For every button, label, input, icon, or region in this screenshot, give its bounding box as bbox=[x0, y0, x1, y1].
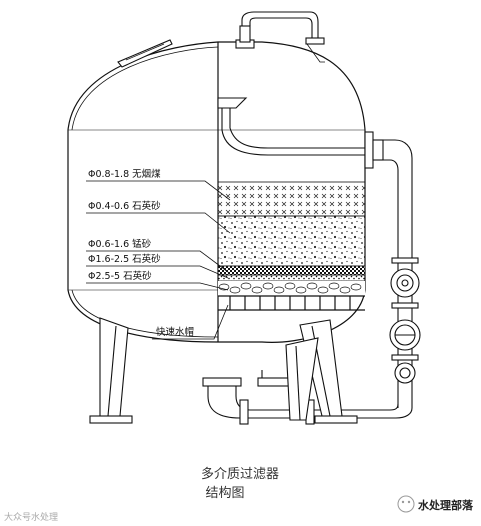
leader-lines bbox=[86, 180, 231, 340]
watermark-right-text: 水处理部落 bbox=[418, 498, 474, 512]
layer-label-quartz-medium: Φ1.6-2.5 石英砂 bbox=[88, 253, 161, 265]
right-piping bbox=[364, 131, 421, 408]
watermark-left: 大众号水处理 bbox=[4, 511, 58, 523]
filter-media bbox=[217, 181, 366, 311]
layer-label-quartz-fine: Φ0.4-0.6 石英砂 bbox=[88, 200, 161, 212]
layer-label-manganese: Φ0.6-1.6 锰砂 bbox=[88, 238, 152, 250]
layer-quartz-sand-medium bbox=[217, 274, 366, 282]
cap-label: 快速水帽 bbox=[156, 326, 194, 338]
layer-manganese-sand bbox=[217, 265, 366, 276]
inlet-distributor bbox=[217, 97, 365, 156]
support-legs bbox=[89, 317, 358, 424]
layer-quartz-sand-coarse bbox=[218, 281, 365, 296]
layer-anthracite bbox=[217, 181, 366, 217]
layer-label-anthracite: Φ0.8-1.8 无烟煤 bbox=[88, 168, 161, 180]
layer-label-quartz-coarse: Φ2.5-5 石英砂 bbox=[88, 270, 152, 282]
diagram-title: 多介质过滤器 bbox=[201, 466, 279, 482]
layer-quartz-sand-fine bbox=[217, 215, 366, 267]
wechat-icon bbox=[397, 495, 415, 513]
manhole bbox=[117, 39, 173, 68]
watermark-right: 水处理部落 bbox=[397, 495, 474, 513]
strainer-plate bbox=[218, 295, 365, 311]
diagram-subtitle: 结构图 bbox=[205, 486, 244, 501]
top-inlet-pipe bbox=[235, 11, 325, 63]
